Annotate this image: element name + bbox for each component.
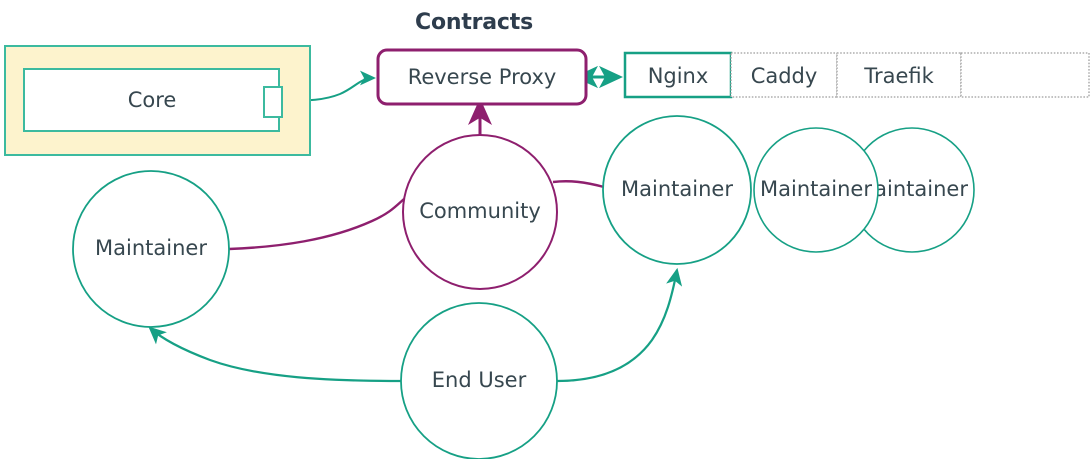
- core-port[interactable]: [263, 86, 283, 118]
- node-maintainer-right-1-label: Maintainer: [621, 177, 733, 201]
- edge-enduser-to-maintainer-left: [148, 326, 402, 383]
- reverse-proxy-box: [376, 48, 588, 106]
- proxy-table: Nginx Caddy Traefik: [623, 51, 1090, 99]
- table-cell-nginx[interactable]: Nginx: [623, 51, 733, 99]
- node-maintainer-right-2[interactable]: Maintainer: [753, 127, 879, 253]
- table-cell-traefik-box: [836, 52, 962, 98]
- node-maintainer-right-1[interactable]: Maintainer: [602, 115, 752, 265]
- table-cell-nginx-label: Nginx: [648, 64, 709, 88]
- node-community-circle: [402, 134, 558, 290]
- node-end-user-label: End User: [432, 368, 527, 392]
- edge-enduser-to-maintainer-right: [556, 267, 683, 383]
- reverse-proxy-node[interactable]: Reverse Proxy: [376, 48, 588, 106]
- edge-maintainer-to-community: [228, 198, 405, 251]
- table-cell-empty[interactable]: [960, 52, 1090, 98]
- table-cell-traefik[interactable]: Traefik: [836, 52, 962, 98]
- node-maintainer-left-label: Maintainer: [95, 236, 207, 260]
- core-group[interactable]: Core: [4, 45, 311, 156]
- core-inner-box: [23, 68, 280, 132]
- node-maintainer-left-circle: [72, 170, 230, 328]
- table-cell-nginx-box: [623, 51, 733, 99]
- node-community[interactable]: Community: [402, 134, 558, 290]
- node-maintainer-right-2-label: Maintainer: [760, 177, 872, 201]
- reverse-proxy-label: Reverse Proxy: [408, 65, 557, 89]
- table-cell-caddy[interactable]: Caddy: [730, 52, 838, 98]
- table-cell-traefik-label: Traefik: [863, 64, 934, 88]
- core-label: Core: [128, 88, 177, 112]
- edge-community-to-maintainer: [552, 180, 605, 189]
- table-cell-caddy-label: Caddy: [751, 64, 818, 88]
- node-maintainer-right-2-circle: [753, 127, 879, 253]
- node-end-user[interactable]: End User: [400, 302, 558, 459]
- page-title: Contracts: [415, 10, 533, 35]
- node-community-label: Community: [419, 199, 541, 223]
- node-maintainer-left[interactable]: Maintainer: [72, 170, 230, 328]
- node-maintainer-right-1-circle: [602, 115, 752, 265]
- table-cell-empty-box: [960, 52, 1090, 98]
- node-end-user-circle: [400, 302, 558, 459]
